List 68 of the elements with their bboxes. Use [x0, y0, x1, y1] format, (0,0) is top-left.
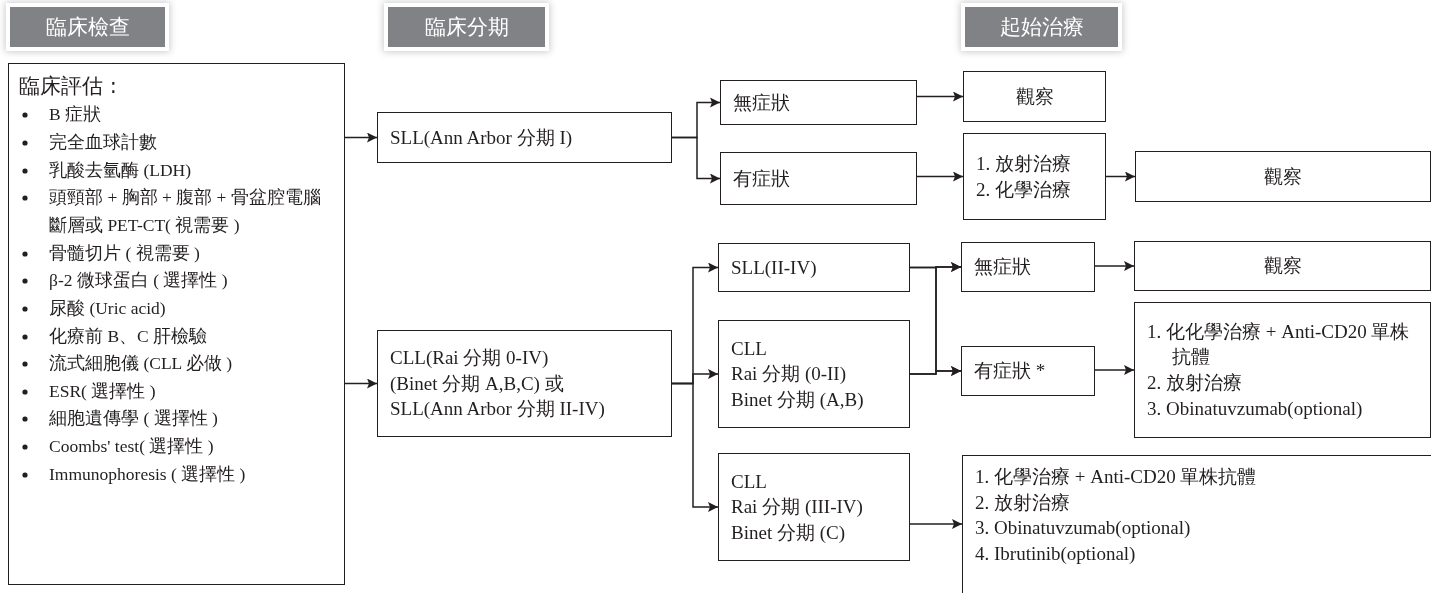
box-text: 觀察 [1015, 84, 1054, 109]
box-text: Rai 分期 (III-IV) [731, 495, 864, 520]
list-item: 頭頸部 + 胸部 + 腹部 + 骨盆腔電腦斷層或 PET-CT( 視需要 ) [49, 187, 321, 235]
arrow [344, 378, 378, 389]
list-item: Coombs' test( 選擇性 ) [49, 436, 214, 457]
box-text: 1. 化學治療 + Anti-CD20 單株抗體 [975, 465, 1258, 489]
box-text: 3. Obinatuvzumab(optional) [1147, 396, 1364, 421]
box-text: Rai 分期 (0-II) [731, 362, 848, 387]
list-item: B 症狀 [49, 104, 102, 125]
list-item: 骨髓切片 ( 視需要 ) [49, 242, 200, 263]
list-item: 乳酸去氫酶 (LDH) [49, 159, 191, 180]
list-item: 尿酸 (Uric acid) [49, 297, 166, 318]
box-text: CLL [731, 336, 768, 361]
list-item: β-2 微球蛋白 ( 選擇性 ) [49, 270, 228, 291]
process-box [1134, 241, 1431, 291]
process-box [1134, 302, 1431, 438]
box-text: 3. Obinatuvzumab(optional) [975, 516, 1192, 541]
box-text: CLL [731, 469, 768, 494]
box-text: 2. 化學治療 [976, 177, 1072, 202]
arrow [916, 171, 964, 182]
process-box [718, 320, 910, 428]
list-item: Immunophoresis ( 選擇性 ) [49, 463, 246, 484]
list-item: 流式細胞儀 (CLL 必做 ) [49, 353, 233, 374]
box-text: SLL(Ann Arbor 分期 I) [390, 125, 574, 150]
box-text: SLL(II-IV) [731, 255, 818, 280]
box-text: 無症狀 [974, 255, 1032, 280]
box-text: 有症狀 [733, 166, 791, 191]
arrow [671, 136, 721, 184]
box-text: 有症狀 * [974, 359, 1047, 384]
process-box [963, 133, 1106, 220]
box-text: 無症狀 [733, 90, 791, 115]
list-item: 完全血球計數 [49, 132, 157, 153]
arrow [1094, 365, 1135, 375]
box-text: CLL(Rai 分期 0-IV) [390, 346, 550, 371]
list-heading: 臨床評估 : [19, 73, 118, 100]
box-text: SLL(Ann Arbor 分期 II-IV) [390, 397, 606, 422]
arrow [916, 91, 964, 102]
arrow [909, 519, 963, 529]
box-text: 1. 放射治療 [976, 151, 1072, 176]
process-box [718, 243, 910, 292]
list-item: 細胞遺傳學 ( 選擇性 ) [49, 408, 218, 429]
process-box [377, 112, 672, 163]
process-box [718, 453, 910, 561]
box-text: 4. Ibrutinib(optional) [975, 541, 1137, 566]
box-text: 2. 放射治療 [1147, 371, 1243, 395]
process-box [720, 80, 917, 125]
process-box [720, 152, 917, 205]
box-text: 觀察 [1263, 254, 1302, 279]
process-box [377, 330, 672, 437]
process-box [961, 346, 1095, 396]
process-box [961, 242, 1095, 292]
arrow [909, 366, 962, 376]
list-item: ESR( 選擇性 ) [49, 380, 156, 401]
box-text: 2. 放射治療 [975, 490, 1071, 515]
arrow [671, 382, 719, 512]
list-item: 化療前 B、C 肝檢驗 [49, 325, 208, 346]
box-text: 1. 化化學治療 + Anti-CD20 單株抗體 [1147, 319, 1411, 370]
arrow [344, 132, 378, 143]
arrow [1094, 261, 1135, 271]
checklist-box [8, 63, 345, 585]
process-box [963, 71, 1106, 122]
box-text: (Binet 分期 A,B,C) 或 [390, 371, 565, 396]
box-text: Binet 分期 (C) [731, 520, 846, 545]
process-box [1135, 151, 1431, 202]
process-box [962, 455, 1431, 593]
box-text: 觀察 [1264, 164, 1302, 189]
arrow [1105, 171, 1136, 182]
box-text: Binet 分期 (A,B) [731, 387, 865, 412]
